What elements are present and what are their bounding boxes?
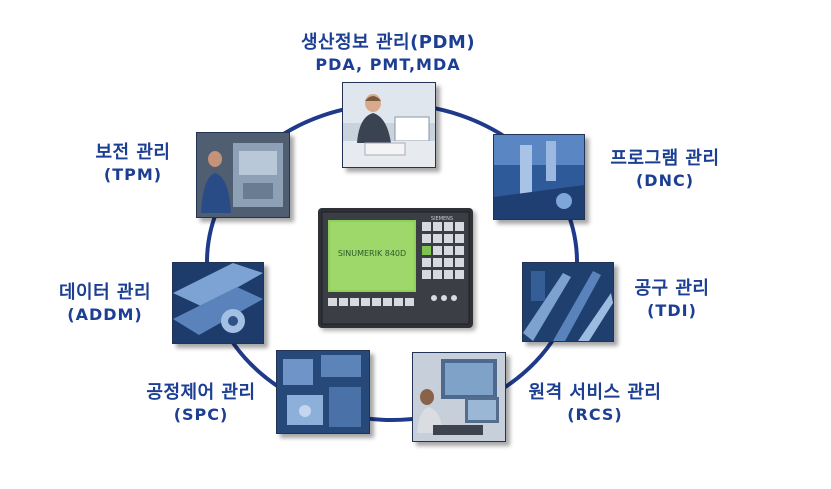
photo-spc-factory — [276, 350, 370, 434]
cnc-control-panel: SINUMERIK 840D SIEMENS — [318, 208, 473, 328]
keypad-key — [433, 222, 442, 231]
photo-pdm-office-worker — [342, 82, 436, 168]
label-pdm: 생산정보 관리(PDM) PDA, PMT,MDA — [278, 32, 498, 76]
keypad-key — [455, 246, 464, 255]
keypad-key — [444, 246, 453, 255]
keypad-key — [455, 258, 464, 267]
label-pdm-subtitle: PDA, PMT,MDA — [315, 55, 461, 74]
softkey — [328, 298, 337, 306]
keypad-key — [422, 222, 431, 231]
label-dnc: 프로그램 관리 (DNC) — [590, 148, 740, 192]
keypad-key — [433, 234, 442, 243]
keypad-key — [455, 270, 464, 279]
label-dnc-subtitle: (DNC) — [635, 171, 695, 190]
photo-rcs-engineer — [412, 352, 506, 442]
keypad-key — [422, 246, 431, 255]
label-tdi-title: 공구 관리 — [634, 278, 710, 299]
label-tdi-subtitle: (TDI) — [647, 301, 697, 320]
label-addm-subtitle: (ADDM) — [67, 305, 143, 324]
keypad-key — [444, 234, 453, 243]
label-pdm-title: 생산정보 관리(PDM) — [300, 32, 476, 53]
keypad-key — [422, 270, 431, 279]
label-tpm-title: 보전 관리 — [95, 142, 171, 163]
softkey — [350, 298, 359, 306]
keypad-key — [422, 258, 431, 267]
label-dnc-title: 프로그램 관리 — [610, 148, 720, 169]
label-tpm: 보전 관리 (TPM) — [78, 142, 188, 186]
label-addm: 데이터 관리 (ADDM) — [40, 282, 170, 326]
label-spc-title: 공정제어 관리 — [146, 382, 256, 403]
photo-addm-parts — [172, 262, 264, 344]
keypad-key — [455, 222, 464, 231]
label-addm-title: 데이터 관리 — [58, 282, 152, 303]
keypad-key — [433, 270, 442, 279]
label-spc-subtitle: (SPC) — [173, 405, 229, 424]
keypad-key — [444, 258, 453, 267]
softkey — [394, 298, 403, 306]
keypad-key — [433, 258, 442, 267]
brand-label: SIEMENS — [431, 216, 453, 222]
photo-tpm-maintenance — [196, 132, 290, 218]
softkey — [405, 298, 414, 306]
label-spc: 공정제어 관리 (SPC) — [126, 382, 276, 426]
label-rcs-title: 원격 서비스 관리 — [528, 382, 662, 403]
keypad-key — [422, 234, 431, 243]
screen-text: SINUMERIK 840D — [338, 249, 406, 258]
photo-dnc-machining — [493, 134, 585, 220]
label-tpm-subtitle: (TPM) — [103, 165, 163, 184]
keypad-key — [433, 246, 442, 255]
label-tdi: 공구 관리 (TDI) — [612, 278, 732, 322]
keypad-key — [444, 270, 453, 279]
keypad-key — [455, 234, 464, 243]
softkey — [372, 298, 381, 306]
softkey — [383, 298, 392, 306]
keypad-key — [444, 222, 453, 231]
softkey — [361, 298, 370, 306]
photo-tdi-tools — [522, 262, 614, 342]
softkey — [339, 298, 348, 306]
label-rcs-subtitle: (RCS) — [567, 405, 623, 424]
label-rcs: 원격 서비스 관리 (RCS) — [500, 382, 690, 426]
